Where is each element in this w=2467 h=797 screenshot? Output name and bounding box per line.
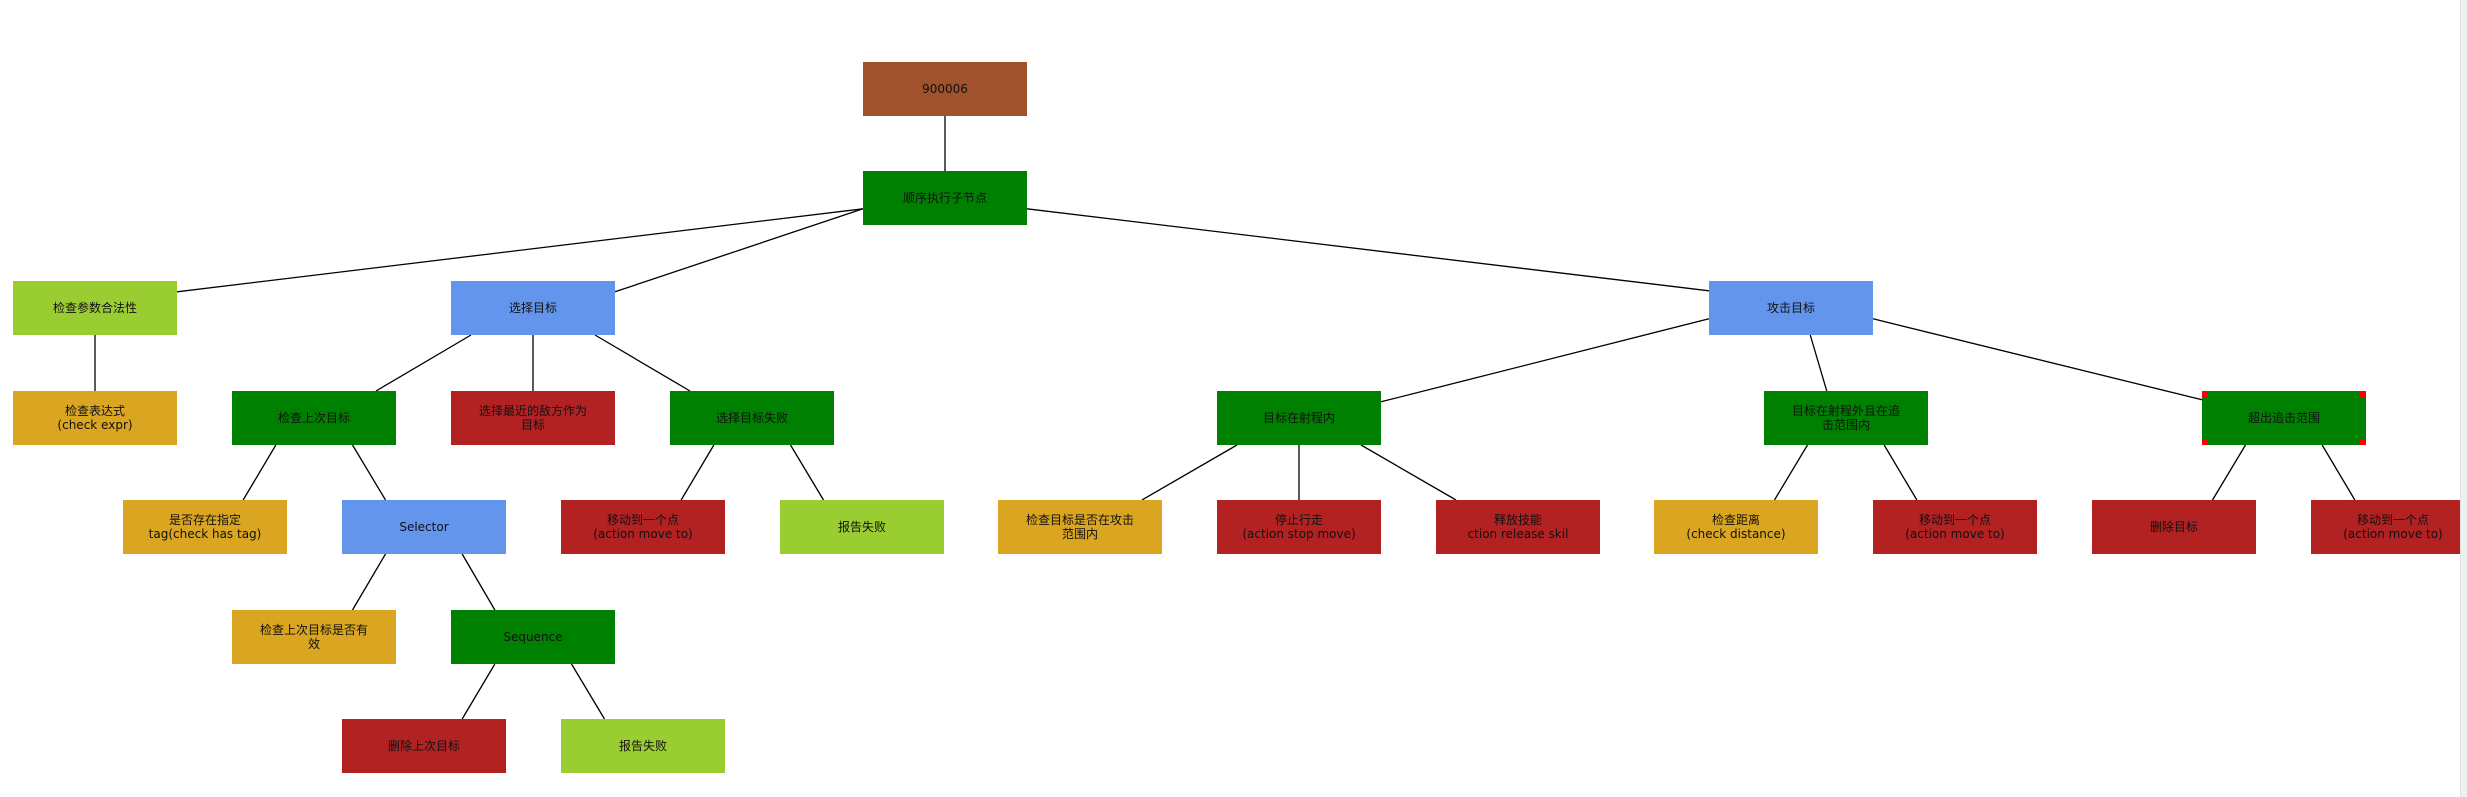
tree-node-release-skill[interactable]: 释放技能 ction release skil [1436,500,1600,554]
tree-node-stop-move[interactable]: 停止行走 (action stop move) [1217,500,1381,554]
tree-node-seq-main[interactable]: 顺序执行子节点 [863,171,1027,225]
tree-node-label: 移动到一个点 (action move to) [2343,513,2443,541]
edge-select-target-to-select-fail [594,334,691,392]
tree-node-label: 超出追击范围 [2247,411,2320,425]
edge-out-range-in-chase-to-move-to-2 [1883,444,1918,501]
edge-attack-target-to-out-chase [1872,318,2211,403]
tree-node-label: Selector [399,520,449,534]
tree-node-out-range-in-chase[interactable]: 目标在射程外且在追 击范围内 [1764,391,1928,445]
tree-node-label: 释放技能 ction release skil [1467,513,1569,541]
edge-seq-main-to-select-target [614,208,864,293]
tree-node-label: 选择目标 [508,301,557,315]
edge-out-chase-to-delete-target [2211,444,2247,501]
selection-handle-3[interactable] [2360,439,2366,445]
edge-sequence-sub-to-delete-last-target [461,663,496,720]
tree-node-select-nearest[interactable]: 选择最近的敌方作为 目标 [451,391,615,445]
tree-node-in-range[interactable]: 目标在射程内 [1217,391,1381,445]
tree-node-attack-target[interactable]: 攻击目标 [1709,281,1873,335]
tree-node-check-expr[interactable]: 检查表达式 (check expr) [13,391,177,445]
tree-node-label: 攻击目标 [1766,301,1815,315]
tree-node-delete-last-target[interactable]: 删除上次目标 [342,719,506,773]
tree-node-label: Sequence [503,630,563,644]
tree-node-move-to-2[interactable]: 移动到一个点 (action move to) [1873,500,2037,554]
edge-attack-target-to-out-range-in-chase [1809,334,1828,392]
tree-node-sequence-sub[interactable]: Sequence [451,610,615,664]
edge-sequence-sub-to-report-fail-1 [570,663,606,720]
tree-node-check-in-range[interactable]: 检查目标是否在攻击 范围内 [998,500,1162,554]
selection-handle-0[interactable] [2202,391,2208,397]
tree-node-label: 停止行走 (action stop move) [1242,513,1356,541]
tree-node-label: 是否存在指定 tag(check has tag) [148,513,262,541]
tree-node-label: 选择目标失败 [715,411,788,425]
tree-node-label: 900006 [922,82,968,96]
tree-node-report-fail-2[interactable]: 报告失败 [780,500,944,554]
edge-check-last-target-to-has-tag [242,444,277,501]
vertical-scrollbar[interactable] [2460,0,2467,797]
tree-node-select-fail[interactable]: 选择目标失败 [670,391,834,445]
tree-node-label: 检查距离 (check distance) [1686,513,1786,541]
tree-node-selector-sub[interactable]: Selector [342,500,506,554]
edge-out-range-in-chase-to-check-distance [1773,444,1809,501]
tree-node-label: 检查目标是否在攻击 范围内 [1025,513,1134,541]
edge-in-range-to-release-skill [1360,444,1457,501]
tree-node-label: 报告失败 [837,520,886,534]
tree-node-check-param[interactable]: 检查参数合法性 [13,281,177,335]
tree-node-label: 检查上次目标是否有 效 [259,623,368,651]
tree-node-move-to-1[interactable]: 移动到一个点 (action move to) [561,500,725,554]
tree-node-report-fail-1[interactable]: 报告失败 [561,719,725,773]
tree-node-check-distance[interactable]: 检查距离 (check distance) [1654,500,1818,554]
tree-node-label: 报告失败 [618,739,667,753]
tree-node-label: 删除目标 [2149,520,2198,534]
tree-node-label: 检查表达式 (check expr) [57,404,133,432]
tree-node-move-to-3[interactable]: 移动到一个点 (action move to) [2311,500,2467,554]
edge-select-fail-to-report-fail-2 [789,444,825,501]
edge-selector-sub-to-check-last-valid [351,553,387,611]
tree-node-check-last-target[interactable]: 检查上次目标 [232,391,396,445]
tree-node-delete-target[interactable]: 删除目标 [2092,500,2256,554]
tree-node-label: 移动到一个点 (action move to) [593,513,693,541]
edge-seq-main-to-check-param [176,208,864,293]
edge-seq-main-to-attack-target [1026,208,1718,293]
tree-node-label: 检查参数合法性 [52,301,137,315]
edge-out-chase-to-move-to-3 [2321,444,2356,501]
tree-node-label: 移动到一个点 (action move to) [1905,513,2005,541]
tree-node-out-chase[interactable]: 超出追击范围 [2202,391,2366,445]
tree-node-label: 检查上次目标 [277,411,350,425]
tree-node-check-last-valid[interactable]: 检查上次目标是否有 效 [232,610,396,664]
tree-node-label: 目标在射程外且在追 击范围内 [1791,404,1900,432]
tree-node-label: 顺序执行子节点 [902,191,987,205]
tree-node-has-tag[interactable]: 是否存在指定 tag(check has tag) [123,500,287,554]
edge-select-target-to-check-last-target [375,334,472,392]
tree-node-select-target[interactable]: 选择目标 [451,281,615,335]
tree-node-label: 目标在射程内 [1262,411,1335,425]
edge-select-fail-to-move-to-1 [680,444,715,501]
edge-attack-target-to-in-range [1380,318,1710,403]
selection-handle-2[interactable] [2202,439,2208,445]
tree-node-label: 选择最近的敌方作为 目标 [478,404,587,432]
tree-node-root[interactable]: 900006 [863,62,1027,116]
edge-check-last-target-to-selector-sub [351,444,387,501]
selection-handle-1[interactable] [2360,391,2366,397]
edge-selector-sub-to-sequence-sub [461,553,496,611]
tree-node-label: 删除上次目标 [387,739,460,753]
edge-in-range-to-check-in-range [1141,444,1238,501]
